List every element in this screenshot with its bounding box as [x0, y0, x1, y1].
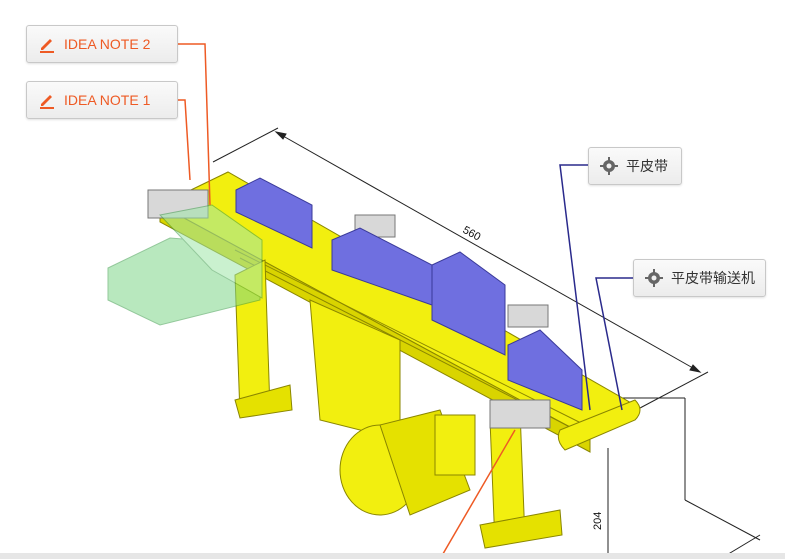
dimension-height-label: 204: [592, 512, 604, 530]
leg-right-base: [479, 509, 563, 549]
part-flat-belt-button[interactable]: 平皮带: [588, 147, 682, 185]
note-leaders: [178, 43, 516, 559]
idea-note-1-button[interactable]: IDEA NOTE 1: [26, 81, 178, 119]
pencil-icon: [37, 90, 57, 110]
gearbox: [434, 414, 476, 476]
part-flat-belt-conveyor-button[interactable]: 平皮带输送机: [633, 259, 766, 297]
gear-icon: [644, 268, 664, 288]
part-flat-belt-conveyor-label: 平皮带输送机: [671, 270, 755, 286]
idea-note-2-button[interactable]: IDEA NOTE 2: [26, 25, 178, 63]
pencil-icon: [37, 34, 57, 54]
bracket-right: [489, 399, 551, 429]
idea-note-1-label: IDEA NOTE 1: [64, 92, 151, 108]
end-roller: [557, 399, 641, 451]
part-leaders: [559, 164, 633, 411]
leg-left-base: [234, 384, 293, 419]
dimension-length: [212, 127, 709, 409]
bottom-scroll-strip: [0, 553, 785, 559]
part-flat-belt-label: 平皮带: [626, 158, 668, 174]
dimension-length-label: 560: [461, 224, 483, 243]
bracket-mid-2: [507, 304, 549, 328]
gear-icon: [599, 156, 619, 176]
carried-boxes: [235, 177, 583, 411]
ghost-box: [107, 204, 263, 326]
idea-note-2-label: IDEA NOTE 2: [64, 36, 151, 52]
conveyor-model[interactable]: [107, 171, 641, 549]
